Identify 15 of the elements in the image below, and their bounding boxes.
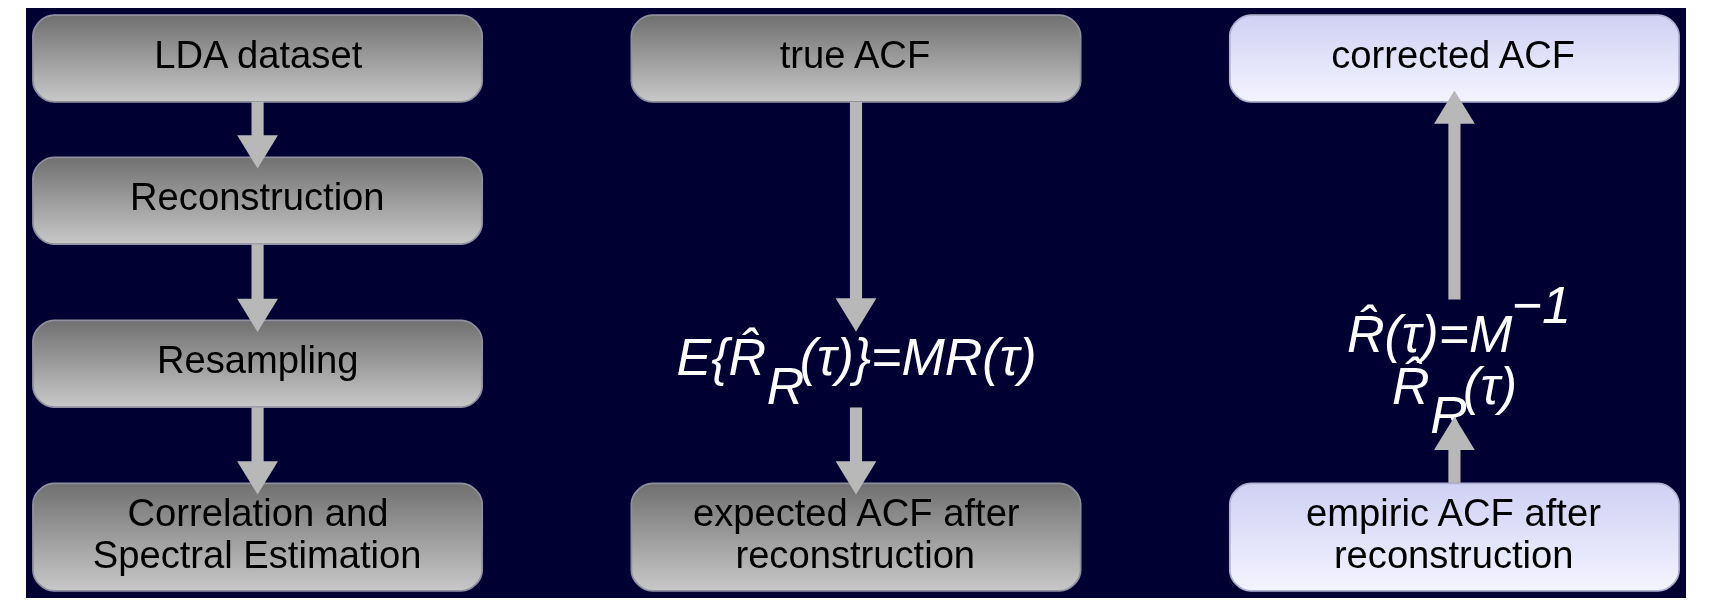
node-box: expected ACF after reconstruction xyxy=(630,482,1081,592)
arrow xyxy=(236,244,278,332)
arrow xyxy=(1433,90,1475,300)
node-box: Correlation and Spectral Estimation xyxy=(31,482,483,592)
arrow xyxy=(835,407,876,495)
arrow xyxy=(835,102,876,332)
node-box: true ACF xyxy=(630,14,1081,103)
arrow xyxy=(236,407,278,495)
node-box: LDA dataset xyxy=(31,14,483,103)
node-box: Reconstruction xyxy=(31,156,483,245)
node-box: empiric ACF after reconstruction xyxy=(1228,482,1680,592)
node-box: corrected ACF xyxy=(1228,14,1680,103)
arrow xyxy=(1433,416,1475,483)
arrow xyxy=(236,101,278,169)
node-box: Resampling xyxy=(31,319,483,408)
